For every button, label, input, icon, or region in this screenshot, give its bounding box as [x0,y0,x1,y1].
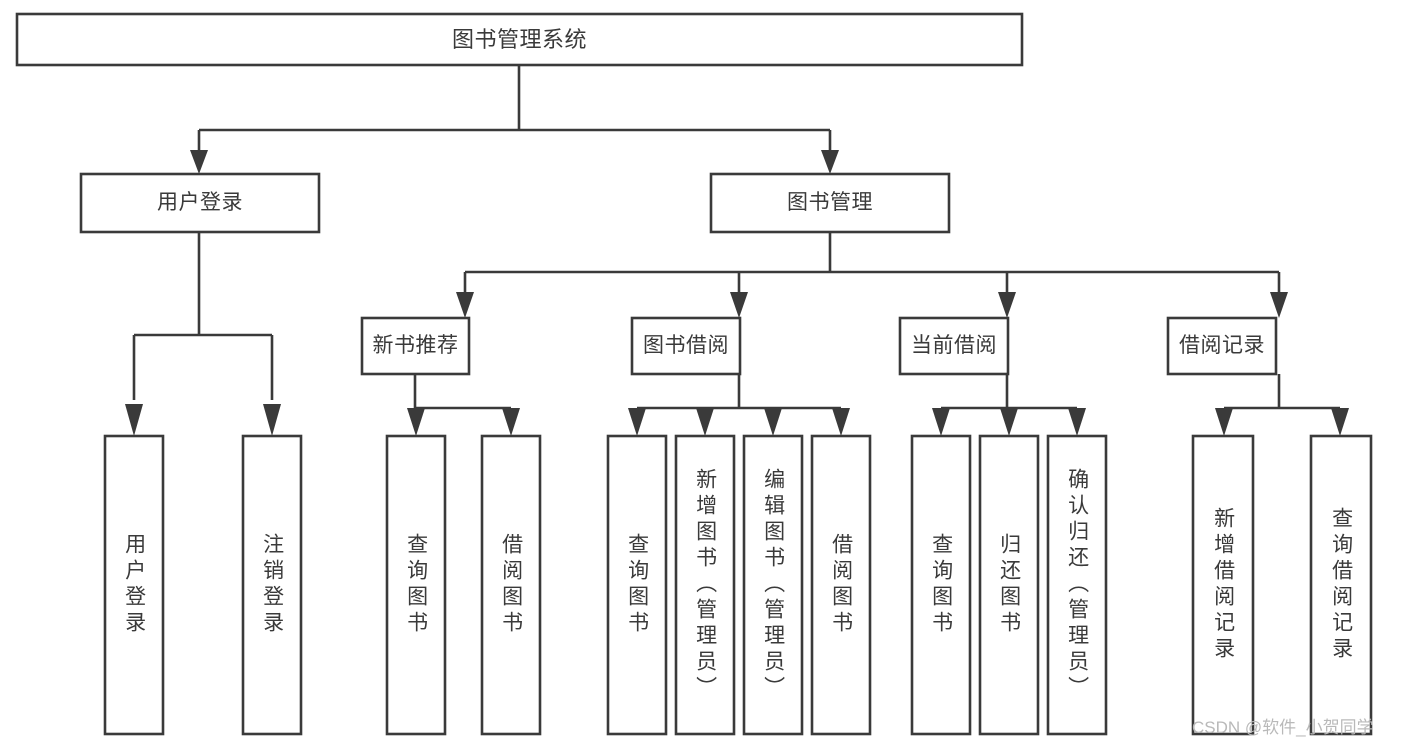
arrowhead-leaf-bb-2 [696,408,714,436]
arrowhead-leaf-bb-3 [764,408,782,436]
leaf-box-cb-1[interactable] [910,434,972,736]
arrowhead-leaf-user-login-2 [263,404,281,436]
leaf-box-br-1[interactable] [1191,434,1255,736]
node-box-new-book-rec[interactable] [360,316,471,376]
leaf-box-cb-2[interactable] [978,434,1040,736]
arrowhead-new-book-rec [456,292,474,318]
node-box-current-borrow[interactable] [898,316,1010,376]
arrowhead-leaf-user-login-1 [125,404,143,436]
node-box-book-manage[interactable] [709,172,951,234]
node-box-book-borrow[interactable] [630,316,742,376]
leaf-box-user-login-2[interactable] [241,434,303,736]
leaf-box-bb-2[interactable] [674,434,736,736]
arrowhead-leaf-bb-1 [628,408,646,436]
arrowhead-current-borrow [998,292,1016,318]
arrowhead-leaf-cb-1 [932,408,950,436]
leaf-box-user-login-1[interactable] [103,434,165,736]
arrowhead-book-manage [821,150,839,174]
arrowhead-leaf-bb-4 [832,408,850,436]
arrowhead-leaf-nbr-1 [407,408,425,436]
arrowhead-book-borrow [730,292,748,318]
arrowhead-leaf-br-1 [1215,408,1233,436]
leaf-box-bb-3[interactable] [742,434,804,736]
arrowhead-user-login [190,150,208,174]
node-box-user-login[interactable] [79,172,321,234]
arrowhead-borrow-record [1270,292,1288,318]
node-box-borrow-record[interactable] [1166,316,1278,376]
arrowhead-leaf-br-2 [1331,408,1349,436]
leaf-box-cb-3[interactable] [1046,434,1108,736]
leaf-box-br-2[interactable] [1309,434,1373,736]
leaf-box-bb-4[interactable] [810,434,872,736]
csdn-watermark: CSDN @软件_小贺同学 [1192,718,1374,737]
node-box-root[interactable] [15,12,1024,67]
arrowhead-leaf-cb-2 [1000,408,1018,436]
leaf-box-bb-1[interactable] [606,434,668,736]
leaf-box-nbr-2[interactable] [480,434,542,736]
arrowhead-leaf-cb-3 [1068,408,1086,436]
arrowhead-leaf-nbr-2 [502,408,520,436]
leaf-box-nbr-1[interactable] [385,434,447,736]
